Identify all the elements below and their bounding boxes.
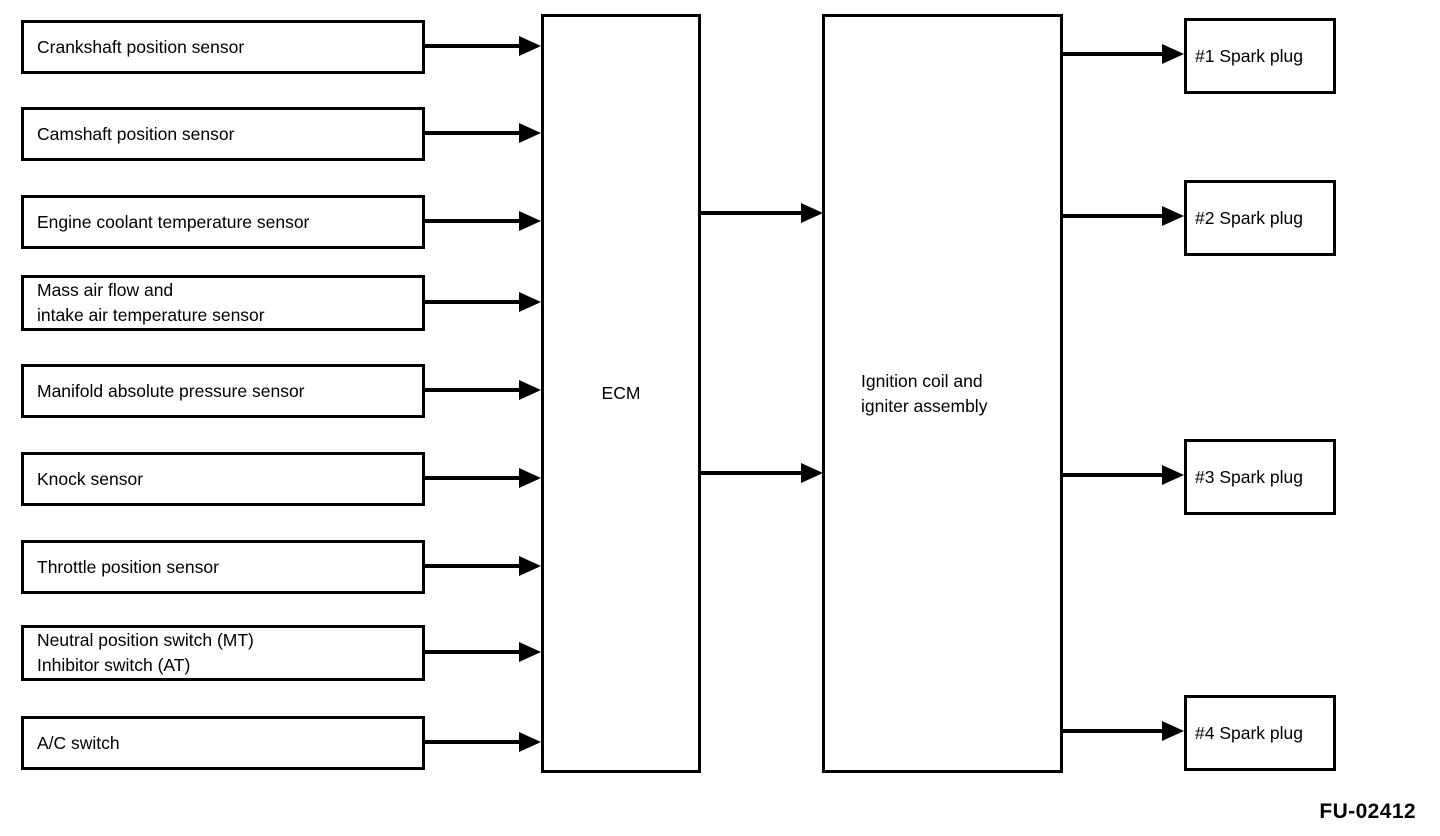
connector-line-sensor-to-ecm	[425, 650, 519, 654]
output-node-spark-plug-3[interactable]: #3 Spark plug	[1184, 439, 1336, 515]
connector-arrowhead-sensor-to-ecm	[519, 211, 541, 231]
input-node-ac-switch[interactable]: A/C switch	[21, 716, 425, 770]
connector-line-ignition-to-plug	[1063, 52, 1162, 56]
connector-line-sensor-to-ecm	[425, 388, 519, 392]
connector-arrowhead-ignition-to-plug	[1162, 721, 1184, 741]
output-node-spark-plug-1[interactable]: #1 Spark plug	[1184, 18, 1336, 94]
connector-arrowhead-sensor-to-ecm	[519, 556, 541, 576]
connector-arrowhead-ignition-to-plug	[1162, 44, 1184, 64]
output-node-label: #1 Spark plug	[1195, 45, 1303, 66]
output-node-spark-plug-2[interactable]: #2 Spark plug	[1184, 180, 1336, 256]
connector-arrowhead-ignition-to-plug	[1162, 465, 1184, 485]
connector-arrowhead-sensor-to-ecm	[519, 642, 541, 662]
connector-arrowhead-sensor-to-ecm	[519, 292, 541, 312]
connector-line-sensor-to-ecm	[425, 740, 519, 744]
input-node-label: A/C switch	[37, 732, 120, 753]
input-node-neutral-position-switch[interactable]: Neutral position switch (MT) Inhibitor s…	[21, 625, 425, 681]
connector-line-ignition-to-plug	[1063, 214, 1162, 218]
connector-line-ecm-to-ignition	[701, 471, 801, 475]
connector-arrowhead-sensor-to-ecm	[519, 468, 541, 488]
input-node-knock-sensor[interactable]: Knock sensor	[21, 452, 425, 506]
connector-line-ignition-to-plug	[1063, 473, 1162, 477]
connector-arrowhead-sensor-to-ecm	[519, 123, 541, 143]
input-node-label: Manifold absolute pressure sensor	[37, 380, 305, 401]
ignition-coil-node[interactable]: Ignition coil and igniter assembly	[822, 14, 1063, 773]
input-node-manifold-absolute-pressure-sensor[interactable]: Manifold absolute pressure sensor	[21, 364, 425, 418]
input-node-label: Mass air flow and intake air temperature…	[37, 280, 265, 325]
connector-line-sensor-to-ecm	[425, 44, 519, 48]
connector-line-sensor-to-ecm	[425, 564, 519, 568]
input-node-label: Camshaft position sensor	[37, 123, 235, 144]
ecm-node[interactable]: ECM	[541, 14, 701, 773]
figure-code-label: FU-02412	[1319, 800, 1416, 823]
input-node-label: Knock sensor	[37, 468, 144, 489]
connector-line-sensor-to-ecm	[425, 300, 519, 304]
input-node-label: Neutral position switch (MT) Inhibitor s…	[37, 630, 254, 675]
output-node-label: #2 Spark plug	[1195, 207, 1303, 228]
ignition-coil-node-label: Ignition coil and igniter assembly	[861, 370, 988, 416]
input-node-label: Crankshaft position sensor	[37, 36, 245, 57]
output-node-spark-plug-4[interactable]: #4 Spark plug	[1184, 695, 1336, 771]
connector-line-sensor-to-ecm	[425, 476, 519, 480]
connector-line-ecm-to-ignition	[701, 211, 801, 215]
input-node-mass-air-flow-sensor[interactable]: Mass air flow and intake air temperature…	[21, 275, 425, 331]
connector-arrowhead-sensor-to-ecm	[519, 380, 541, 400]
connector-arrowhead-sensor-to-ecm	[519, 732, 541, 752]
connector-line-sensor-to-ecm	[425, 219, 519, 223]
connector-arrowhead-sensor-to-ecm	[519, 36, 541, 56]
input-node-label: Throttle position sensor	[37, 556, 219, 577]
connector-arrowhead-ignition-to-plug	[1162, 206, 1184, 226]
output-node-label: #3 Spark plug	[1195, 466, 1303, 487]
input-node-camshaft-position-sensor[interactable]: Camshaft position sensor	[21, 107, 425, 161]
output-node-label: #4 Spark plug	[1195, 722, 1303, 743]
ecm-node-label: ECM	[601, 383, 641, 404]
input-node-label: Engine coolant temperature sensor	[37, 211, 310, 232]
connector-line-sensor-to-ecm	[425, 131, 519, 135]
connector-arrowhead-ecm-to-ignition	[801, 203, 823, 223]
input-node-throttle-position-sensor[interactable]: Throttle position sensor	[21, 540, 425, 594]
connector-arrowhead-ecm-to-ignition	[801, 463, 823, 483]
input-node-crankshaft-position-sensor[interactable]: Crankshaft position sensor	[21, 20, 425, 74]
connector-line-ignition-to-plug	[1063, 729, 1162, 733]
input-node-engine-coolant-temperature-sensor[interactable]: Engine coolant temperature sensor	[21, 195, 425, 249]
